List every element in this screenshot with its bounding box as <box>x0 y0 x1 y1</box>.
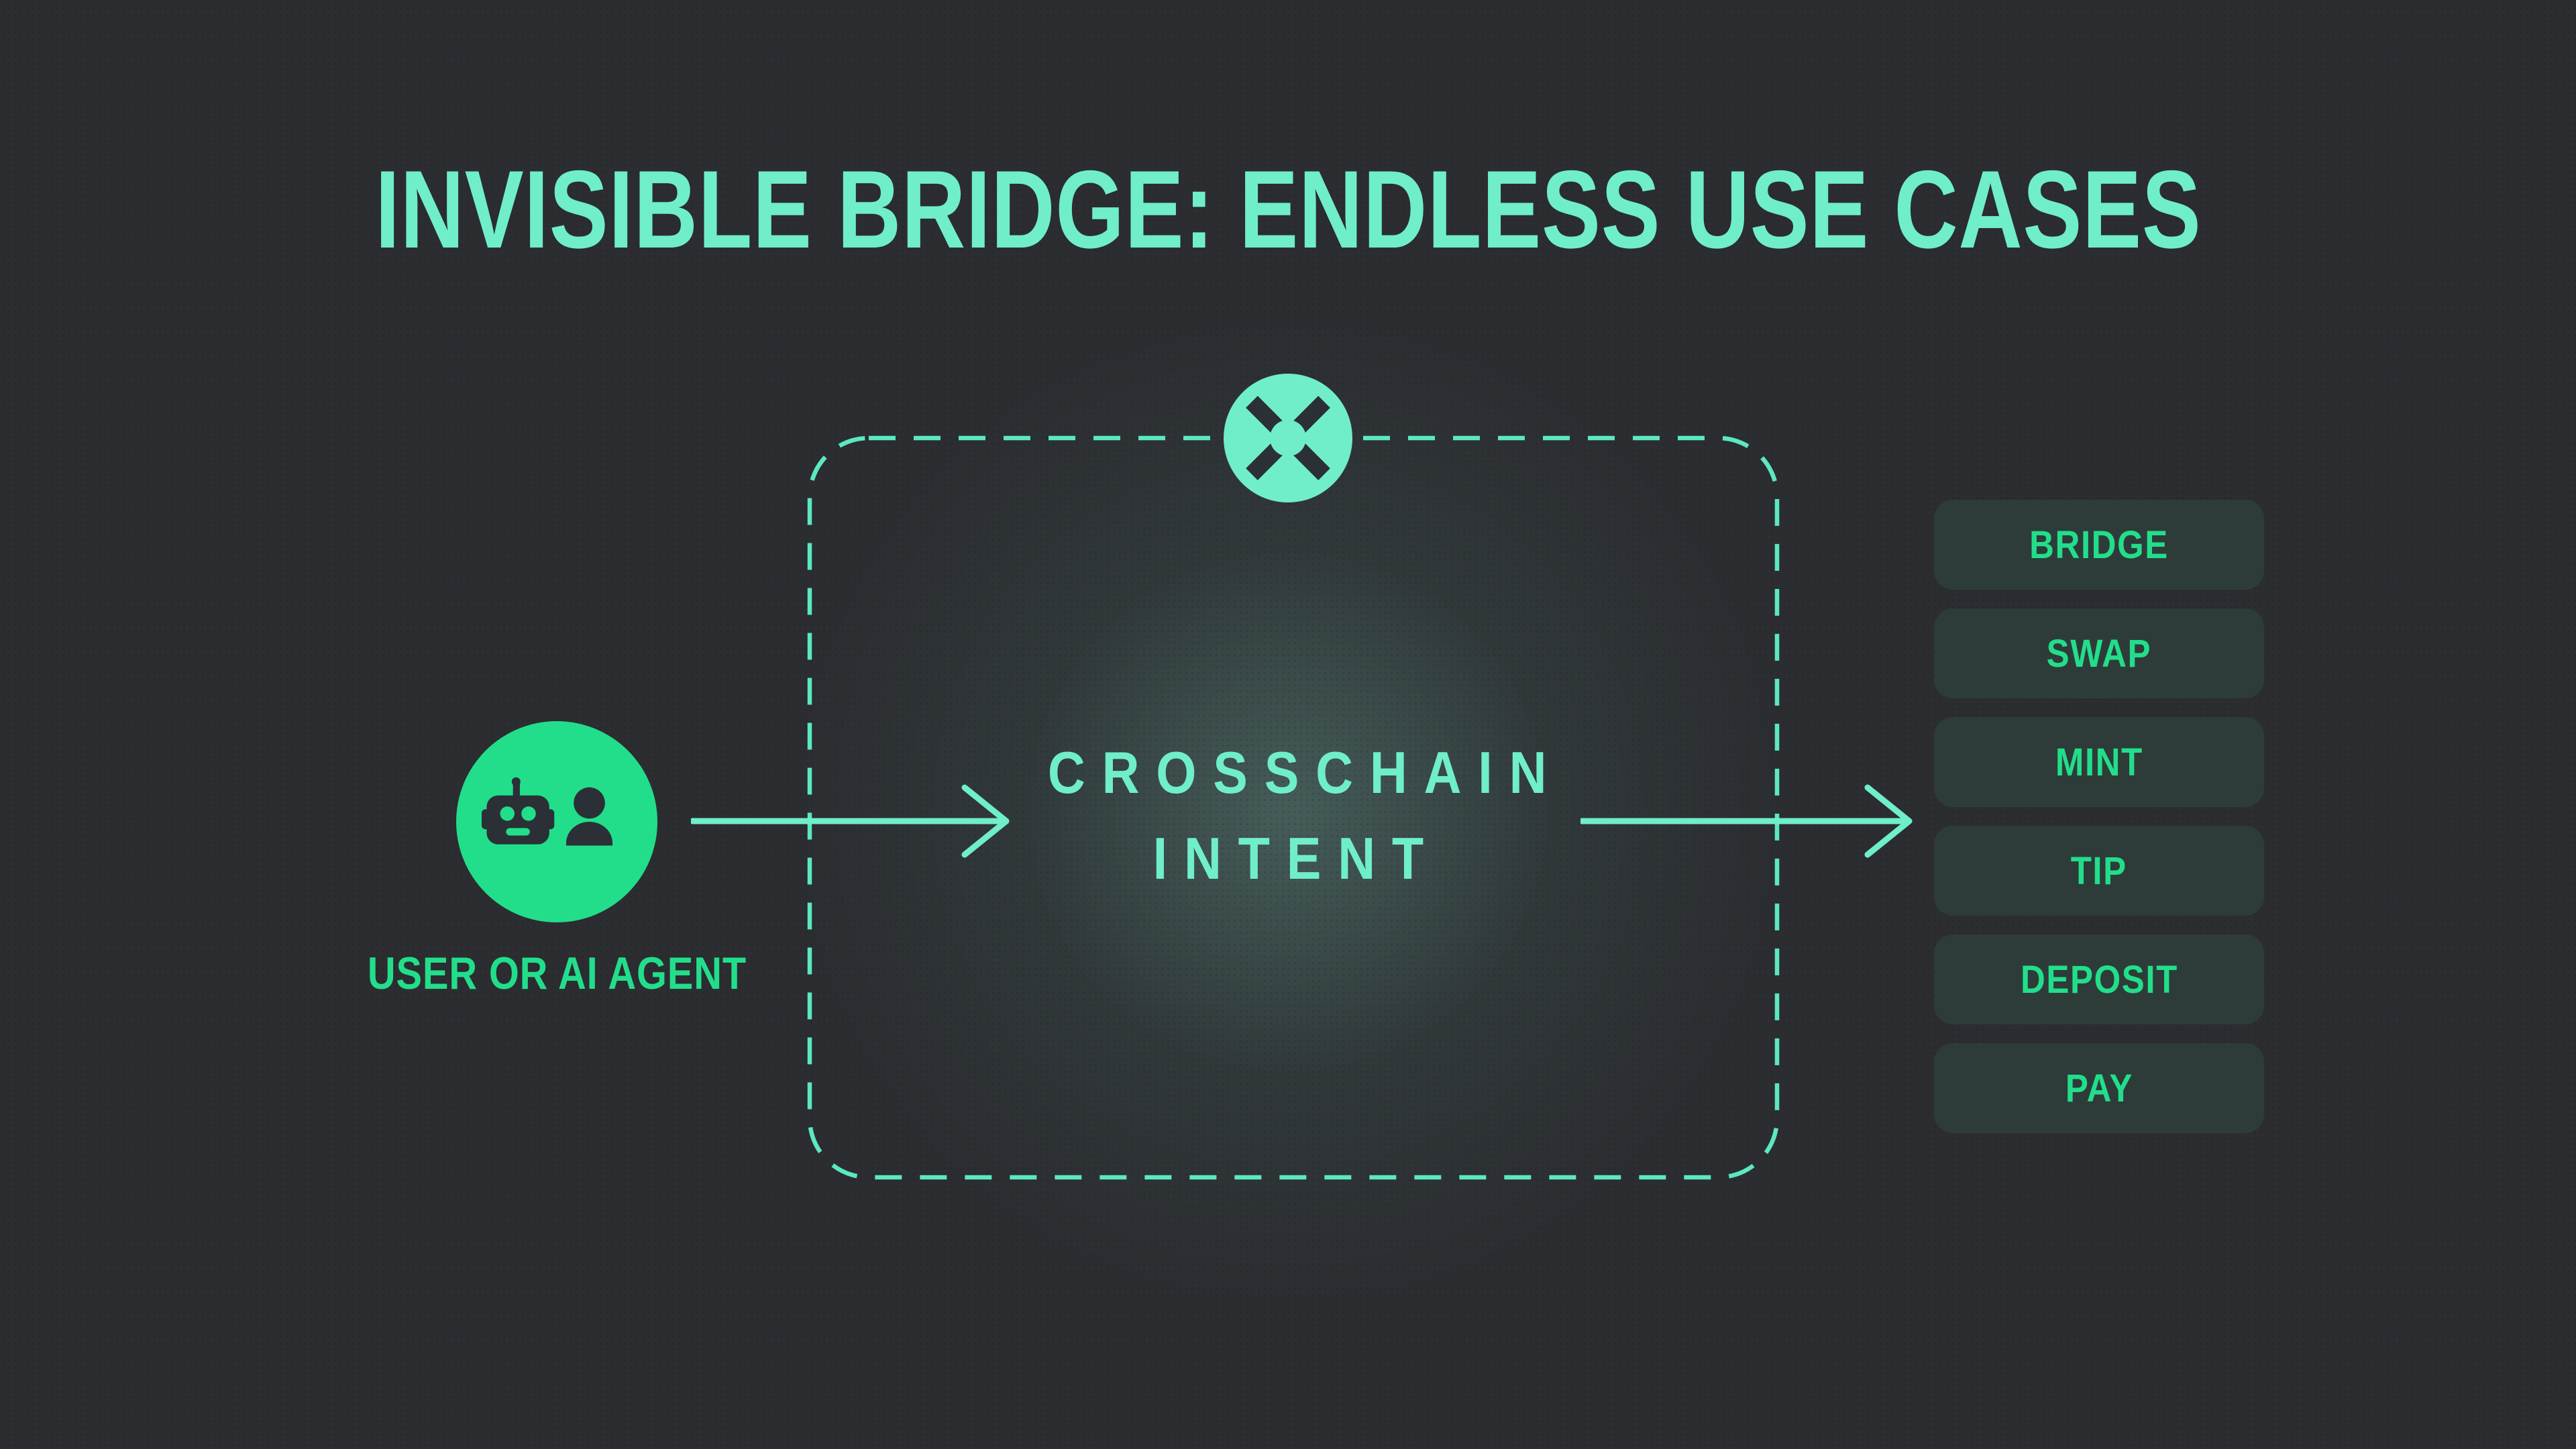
page-title: INVISIBLE BRIDGE: ENDLESS USE CASES <box>0 146 2576 273</box>
usecase-button-bridge[interactable]: BRIDGE <box>1934 500 2264 590</box>
x-cross-icon <box>1224 374 1352 502</box>
usecase-label: DEPOSIT <box>2020 957 2178 1002</box>
page-title-text: INVISIBLE BRIDGE: ENDLESS USE CASES <box>374 148 2202 271</box>
usecase-button-mint[interactable]: MINT <box>1934 717 2264 807</box>
arrow-intent-to-usecases <box>1580 784 1913 858</box>
usecase-button-deposit[interactable]: DEPOSIT <box>1934 934 2264 1024</box>
robot-and-user-icon <box>482 777 613 846</box>
user-agent-label: USER OR AI AGENT <box>288 947 825 1000</box>
crosschain-intent-line1: CROSSCHAIN <box>1048 739 1564 806</box>
user-agent-label-text: USER OR AI AGENT <box>367 948 747 999</box>
user-agent-node <box>456 721 657 922</box>
crosschain-intent-line2: INTENT <box>1152 825 1440 892</box>
arrow-user-to-intent <box>691 784 1010 858</box>
crosschain-intent-label: CROSSCHAIN INTENT <box>885 730 1690 902</box>
usecase-list: BRIDGE SWAP MINT TIP DEPOSIT PAY <box>1934 500 2264 1133</box>
usecase-button-pay[interactable]: PAY <box>1934 1043 2264 1133</box>
usecase-label: PAY <box>2065 1066 2133 1110</box>
usecase-label: MINT <box>2055 740 2143 784</box>
usecase-label: BRIDGE <box>2029 523 2169 567</box>
usecase-label: TIP <box>2070 849 2127 893</box>
usecase-label: SWAP <box>2046 631 2152 676</box>
usecase-button-swap[interactable]: SWAP <box>1934 608 2264 698</box>
usecase-button-tip[interactable]: TIP <box>1934 826 2264 916</box>
